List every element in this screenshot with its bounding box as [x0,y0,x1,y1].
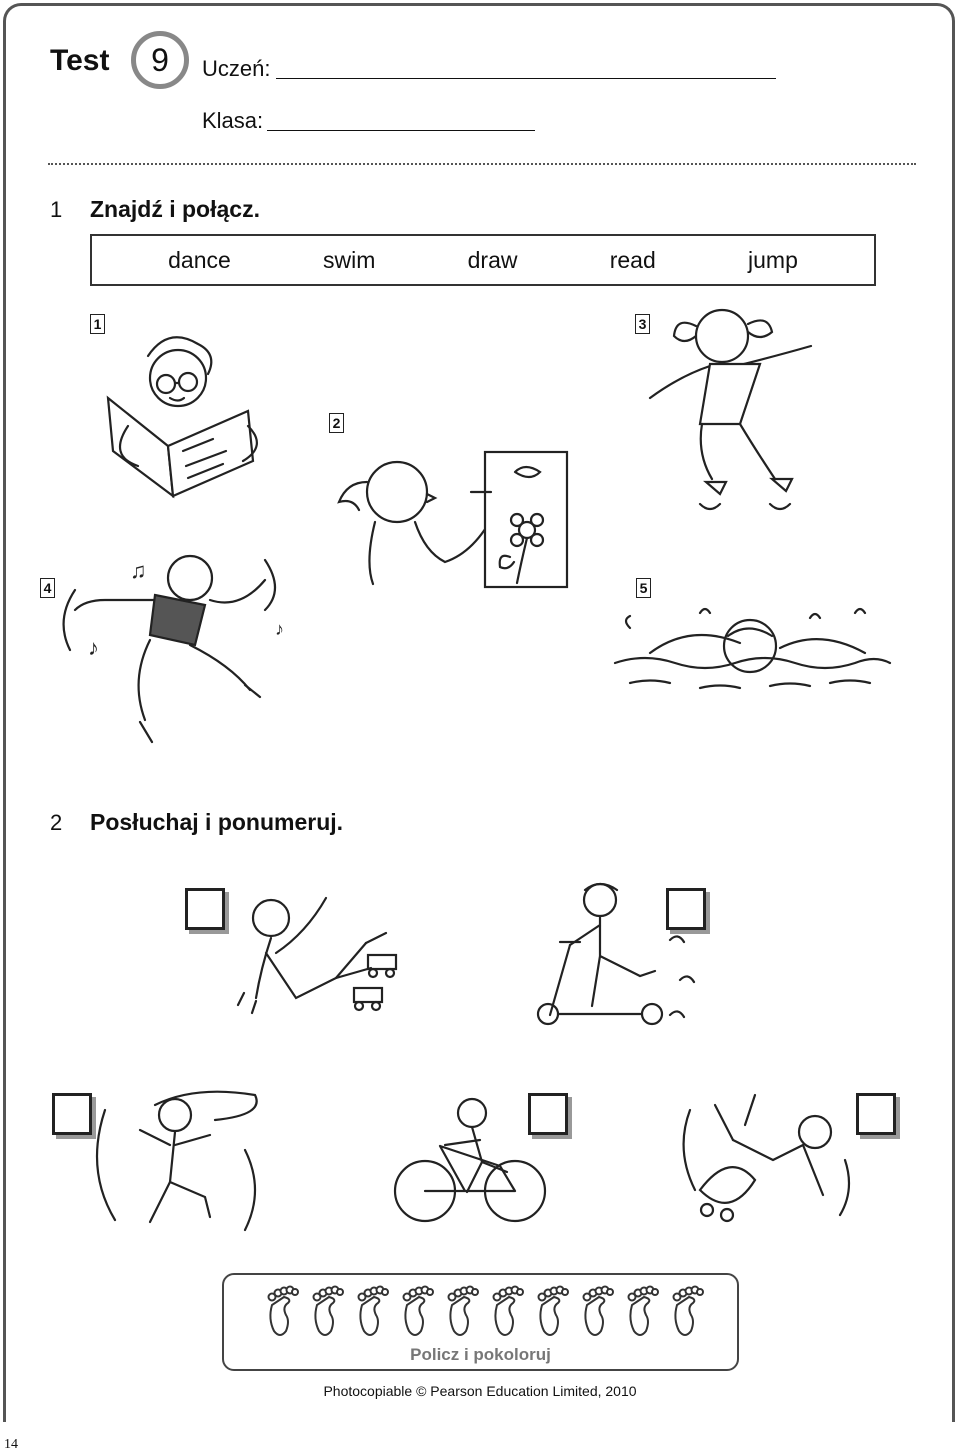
svg-text:♪: ♪ [88,635,99,660]
page-number: 14 [4,1437,18,1452]
footprint-icon[interactable] [444,1283,480,1339]
footprint-icon[interactable] [309,1283,345,1339]
task2-instruction: Posłuchaj i ponumeruj. [90,809,344,835]
boy-reading-book-illustration[interactable] [106,326,273,506]
student-label: Uczeń: [202,56,271,81]
test-number-badge: 9 [131,31,189,89]
task1-instruction: Znajdź i połącz. [90,196,260,222]
test-title: Test [50,44,110,77]
page-frame [3,3,955,1422]
copyright-footer: Photocopiable © Pearson Education Limite… [323,1383,637,1399]
footprint-icon[interactable] [669,1283,705,1339]
footprint-icon[interactable] [534,1283,570,1339]
picture-tag-1: 1 [90,314,105,334]
word-jump[interactable]: jump [748,246,798,273]
number-box-skipping-rope[interactable] [52,1093,92,1135]
word-box: dance swim draw read jump [90,234,876,286]
dotted-divider [48,163,916,165]
picture-tag-3: 3 [635,314,650,334]
picture-tag-4: 4 [40,578,55,598]
picture-tag-2: 2 [329,413,344,433]
girl-jumping-illustration[interactable] [640,294,840,524]
footprint-icon[interactable] [579,1283,615,1339]
picture-tag-5: 5 [636,578,651,598]
child-skateboarding-illustration[interactable] [682,1090,855,1230]
class-label: Klasa: [202,108,264,133]
word-read[interactable]: read [609,246,656,273]
word-draw[interactable]: draw [467,246,518,273]
girl-drawing-flower-illustration[interactable] [335,450,575,592]
footprint-icon[interactable] [489,1283,525,1339]
class-line[interactable] [267,130,535,131]
svg-text:♪: ♪ [275,619,284,639]
svg-text:♫: ♫ [130,558,147,583]
boy-dancing-illustration[interactable]: ♫ ♪ ♪ [60,550,284,745]
footprint-icon[interactable] [264,1283,300,1339]
child-riding-scooter-illustration[interactable] [530,880,700,1028]
task2-number: 2 [50,810,63,835]
child-swimming-illustration[interactable] [610,598,892,708]
student-name-line[interactable] [276,78,776,79]
number-box-roller-skating[interactable] [185,888,225,930]
number-box-bike[interactable] [528,1093,568,1135]
girl-skipping-rope-illustration[interactable] [95,1090,265,1235]
child-roller-skating-illustration[interactable] [236,893,411,1018]
footprint-icon[interactable] [624,1283,660,1339]
word-swim[interactable]: swim [323,246,376,273]
counter-caption: Policz i pokoloruj [410,1345,551,1364]
child-riding-bike-illustration[interactable] [390,1095,550,1225]
footprint-counter-panel: Policz i pokoloruj [222,1273,739,1371]
word-dance[interactable]: dance [168,246,231,273]
footprint-icon[interactable] [399,1283,435,1339]
task1-number: 1 [50,197,63,222]
number-box-scooter[interactable] [666,888,706,930]
footprint-icon[interactable] [354,1283,390,1339]
number-box-skateboard[interactable] [856,1093,896,1135]
